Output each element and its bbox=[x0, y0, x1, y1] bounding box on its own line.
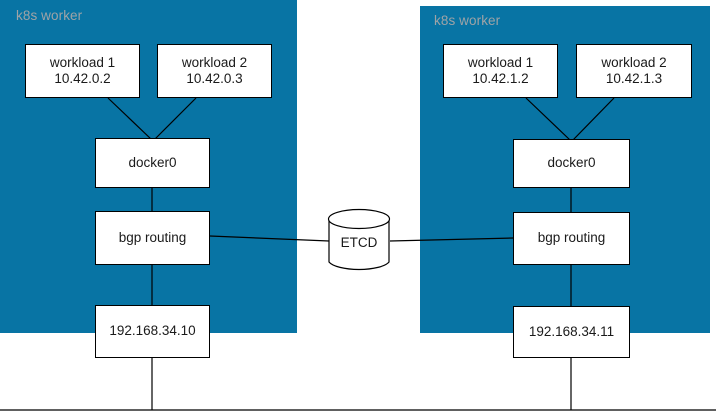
node-left-workload-2-ip: 10.42.0.3 bbox=[186, 71, 243, 86]
node-left-docker0-label: docker0 bbox=[128, 154, 177, 170]
etcd-label: ETCD bbox=[340, 234, 378, 250]
node-right-workload-1-ip: 10.42.1.2 bbox=[472, 71, 529, 86]
node-left-workload-1[interactable]: workload 1 10.42.0.2 bbox=[25, 44, 140, 98]
node-right-workload-1[interactable]: workload 1 10.42.1.2 bbox=[443, 44, 558, 98]
node-left-bgp-routing[interactable]: bgp routing bbox=[95, 211, 210, 265]
node-right-docker0[interactable]: docker0 bbox=[513, 139, 630, 188]
node-right-docker0-label: docker0 bbox=[547, 155, 596, 171]
node-left-host-ip[interactable]: 192.168.34.10 bbox=[95, 305, 210, 358]
zone-left-label: k8s worker bbox=[16, 8, 83, 23]
node-left-workload-2-name: workload 2 bbox=[181, 54, 248, 70]
node-right-workload-2-name: workload 2 bbox=[601, 54, 667, 70]
node-right-workload-2[interactable]: workload 2 10.42.1.3 bbox=[576, 44, 692, 98]
node-left-docker0[interactable]: docker0 bbox=[95, 138, 210, 188]
node-right-bgp-routing-label: bgp routing bbox=[537, 230, 606, 246]
node-left-workload-2[interactable]: workload 2 10.42.0.3 bbox=[157, 44, 272, 98]
node-left-host-ip-label: 192.168.34.10 bbox=[109, 323, 196, 339]
node-right-bgp-routing[interactable]: bgp routing bbox=[513, 212, 630, 265]
zone-right-label: k8s worker bbox=[434, 13, 501, 28]
node-right-workload-2-ip: 10.42.1.3 bbox=[605, 71, 663, 86]
node-right-workload-1-name: workload 1 bbox=[467, 54, 534, 70]
node-left-bgp-routing-label: bgp routing bbox=[118, 229, 187, 245]
node-right-host-ip-label: 192.168.34.11 bbox=[528, 323, 615, 339]
node-right-host-ip[interactable]: 192.168.34.11 bbox=[513, 306, 630, 358]
node-left-workload-1-name: workload 1 bbox=[49, 54, 116, 70]
node-left-workload-1-ip: 10.42.0.2 bbox=[54, 71, 111, 86]
